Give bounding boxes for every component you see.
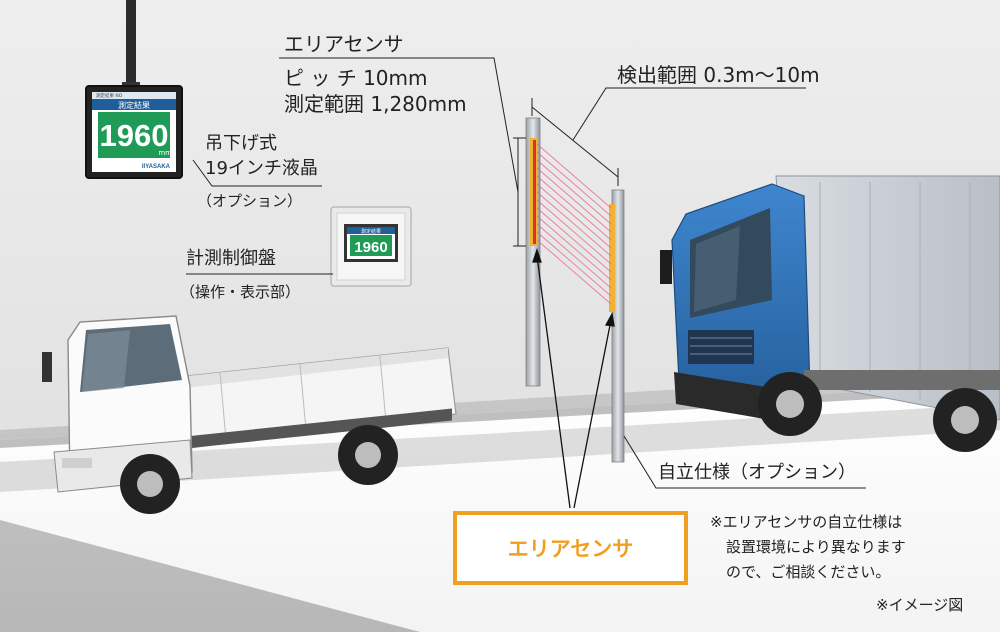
area-sensor-title-label: エリアセンサ	[284, 32, 404, 56]
display-value: 1960	[100, 118, 169, 153]
area-sensor-box: エリアセンサ	[453, 511, 688, 585]
sensor-pole-left	[525, 117, 541, 387]
measure-range-label: 測定範囲 1,280mm	[284, 92, 467, 116]
image-note: ※イメージ図	[876, 596, 964, 614]
road	[0, 384, 1000, 632]
detect-range-label: 検出範囲 0.3m〜10m	[617, 63, 820, 87]
sensor-beams	[536, 143, 612, 305]
control-panel-label: 計測制御盤	[186, 248, 276, 269]
control-panel: 測定結果 1960	[330, 206, 412, 287]
control-panel-sub-label: （操作・表示部）	[180, 283, 301, 301]
hanging-display: 測定結果 NO 測定結果 1960 mm IIYASAKA	[85, 85, 183, 179]
self-standing-label: 自立仕様（オプション）	[658, 462, 856, 483]
display-header-small: 測定結果 NO	[96, 92, 123, 99]
blue-truck	[660, 175, 1000, 452]
note-line-3: ので、ご相談ください。	[726, 563, 891, 581]
detect-range-dimension	[531, 87, 806, 186]
panel-value: 1960	[354, 239, 387, 256]
display-unit: mm	[158, 149, 172, 157]
hanging-display-label-line2: 19インチ液晶	[205, 158, 318, 179]
hanger-pole	[126, 0, 136, 86]
note-line-2: 設置環境により異なります	[726, 538, 906, 556]
measure-range-dimension	[279, 57, 526, 247]
display-title: 測定結果	[118, 100, 150, 110]
panel-title: 測定結果	[361, 228, 381, 235]
sensor-arrows	[532, 247, 615, 509]
note-line-1: ※エリアセンサの自立仕様は	[710, 513, 903, 531]
leader-lines	[186, 159, 866, 489]
white-truck	[42, 315, 457, 514]
display-brand: IIYASAKA	[142, 164, 171, 170]
hanging-display-option-label: （オプション）	[197, 192, 303, 210]
hanging-display-label-line1: 吊下げ式	[205, 133, 277, 154]
road-lane-stripe	[0, 404, 1000, 492]
pitch-label: ピ ッ チ 10mm	[284, 66, 428, 90]
